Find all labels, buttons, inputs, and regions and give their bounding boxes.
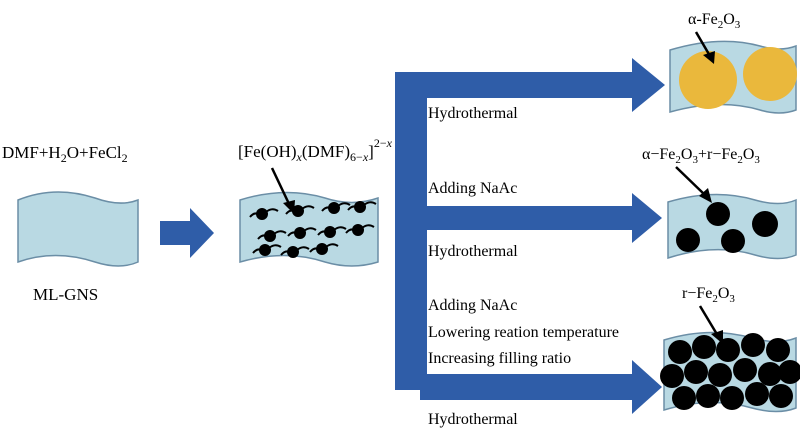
product-mixed-label: α−Fe2O3+r−Fe2O3 bbox=[642, 146, 760, 166]
fe-complex-ligand bbox=[321, 202, 351, 212]
fe-complex-ligand bbox=[280, 246, 310, 256]
alpha-particle bbox=[679, 51, 737, 109]
fe-complex-molecule bbox=[324, 226, 336, 238]
mixed-pointer-arrow bbox=[675, 166, 706, 196]
fe-complex-ligand bbox=[345, 224, 375, 234]
fe-complex-molecule bbox=[352, 224, 364, 236]
gamma-particle bbox=[721, 229, 745, 253]
fe-complex-molecule bbox=[256, 208, 268, 220]
condition-adding-naac-2: Adding NaAc bbox=[428, 297, 517, 314]
mixed-particles bbox=[676, 202, 778, 253]
fe-complex-ligand bbox=[317, 226, 347, 236]
gamma-particle bbox=[769, 384, 793, 408]
fe-complex-molecule bbox=[259, 244, 271, 256]
branching-arrow bbox=[395, 58, 665, 414]
gamma-particle bbox=[660, 364, 684, 388]
product-alpha-label: α-Fe2O3 bbox=[688, 11, 741, 31]
alpha-particle bbox=[743, 47, 797, 101]
graphene-sheet bbox=[17, 191, 139, 267]
gamma-particle bbox=[708, 363, 732, 387]
alpha-pointer-head bbox=[703, 51, 715, 64]
mixed-sheet bbox=[667, 193, 797, 260]
gamma-pointer-head bbox=[711, 330, 723, 344]
fe-complex-ligand bbox=[347, 201, 377, 211]
gamma-particles bbox=[660, 333, 800, 410]
condition-hydrothermal-2: Hydrothermal bbox=[428, 243, 518, 260]
fe-complex-molecule bbox=[328, 202, 340, 214]
gamma-particle bbox=[720, 386, 744, 410]
gamma-particle bbox=[692, 335, 716, 359]
condition-adding-naac-1: Adding NaAc bbox=[428, 180, 517, 197]
gamma-particle bbox=[778, 360, 800, 384]
gamma-particle bbox=[696, 384, 720, 408]
complex-pointer-head bbox=[283, 200, 295, 214]
condition-hydrothermal-1: Hydrothermal bbox=[428, 105, 518, 122]
fe-complex-molecule bbox=[292, 205, 304, 217]
gamma-particle bbox=[745, 382, 769, 406]
ml-gns-label: ML-GNS bbox=[33, 285, 98, 304]
gamma-pointer-arrow bbox=[698, 305, 720, 337]
fe-complex-molecule bbox=[354, 201, 366, 213]
complex-pointer-arrow bbox=[270, 167, 292, 207]
condition-filling-ratio: Increasing filling ratio bbox=[428, 350, 571, 367]
gamma-particle bbox=[741, 333, 765, 357]
gamma-particle bbox=[672, 386, 696, 410]
fe-complex-ligand bbox=[257, 230, 287, 240]
gamma-particle bbox=[716, 338, 740, 362]
condition-lower-temp: Lowering reation temperature bbox=[428, 324, 619, 341]
alpha-pointer-arrow bbox=[694, 31, 712, 57]
complex-label: [Fe(OH)x(DMF)6−x]2−x bbox=[238, 136, 393, 164]
product-gamma-label: r−Fe2O3 bbox=[682, 285, 735, 305]
gamma-particle bbox=[676, 228, 700, 252]
fe-complex-ligand bbox=[309, 243, 339, 253]
complex-molecules bbox=[249, 201, 377, 258]
gamma-particle bbox=[758, 362, 782, 386]
gamma-particle bbox=[733, 358, 757, 382]
gamma-particle bbox=[684, 360, 708, 384]
gamma-particle bbox=[668, 340, 692, 364]
mixed-pointer-head bbox=[699, 188, 712, 203]
fe-complex-ligand bbox=[287, 227, 317, 237]
gamma-particle bbox=[766, 338, 790, 362]
fe-complex-molecule bbox=[287, 246, 299, 258]
fe-complex-ligand bbox=[249, 208, 279, 218]
arrow-to-complex bbox=[160, 208, 214, 258]
fe-complex-ligand bbox=[252, 244, 282, 254]
gamma-particle bbox=[752, 211, 778, 237]
fe-complex-molecule bbox=[294, 227, 306, 239]
gamma-particle bbox=[706, 202, 730, 226]
reagents-label: DMF+H2O+FeCl2 bbox=[2, 143, 128, 165]
fe-complex-molecule bbox=[316, 243, 328, 255]
fe-complex-molecule bbox=[264, 230, 276, 242]
condition-hydrothermal-3: Hydrothermal bbox=[428, 411, 518, 428]
